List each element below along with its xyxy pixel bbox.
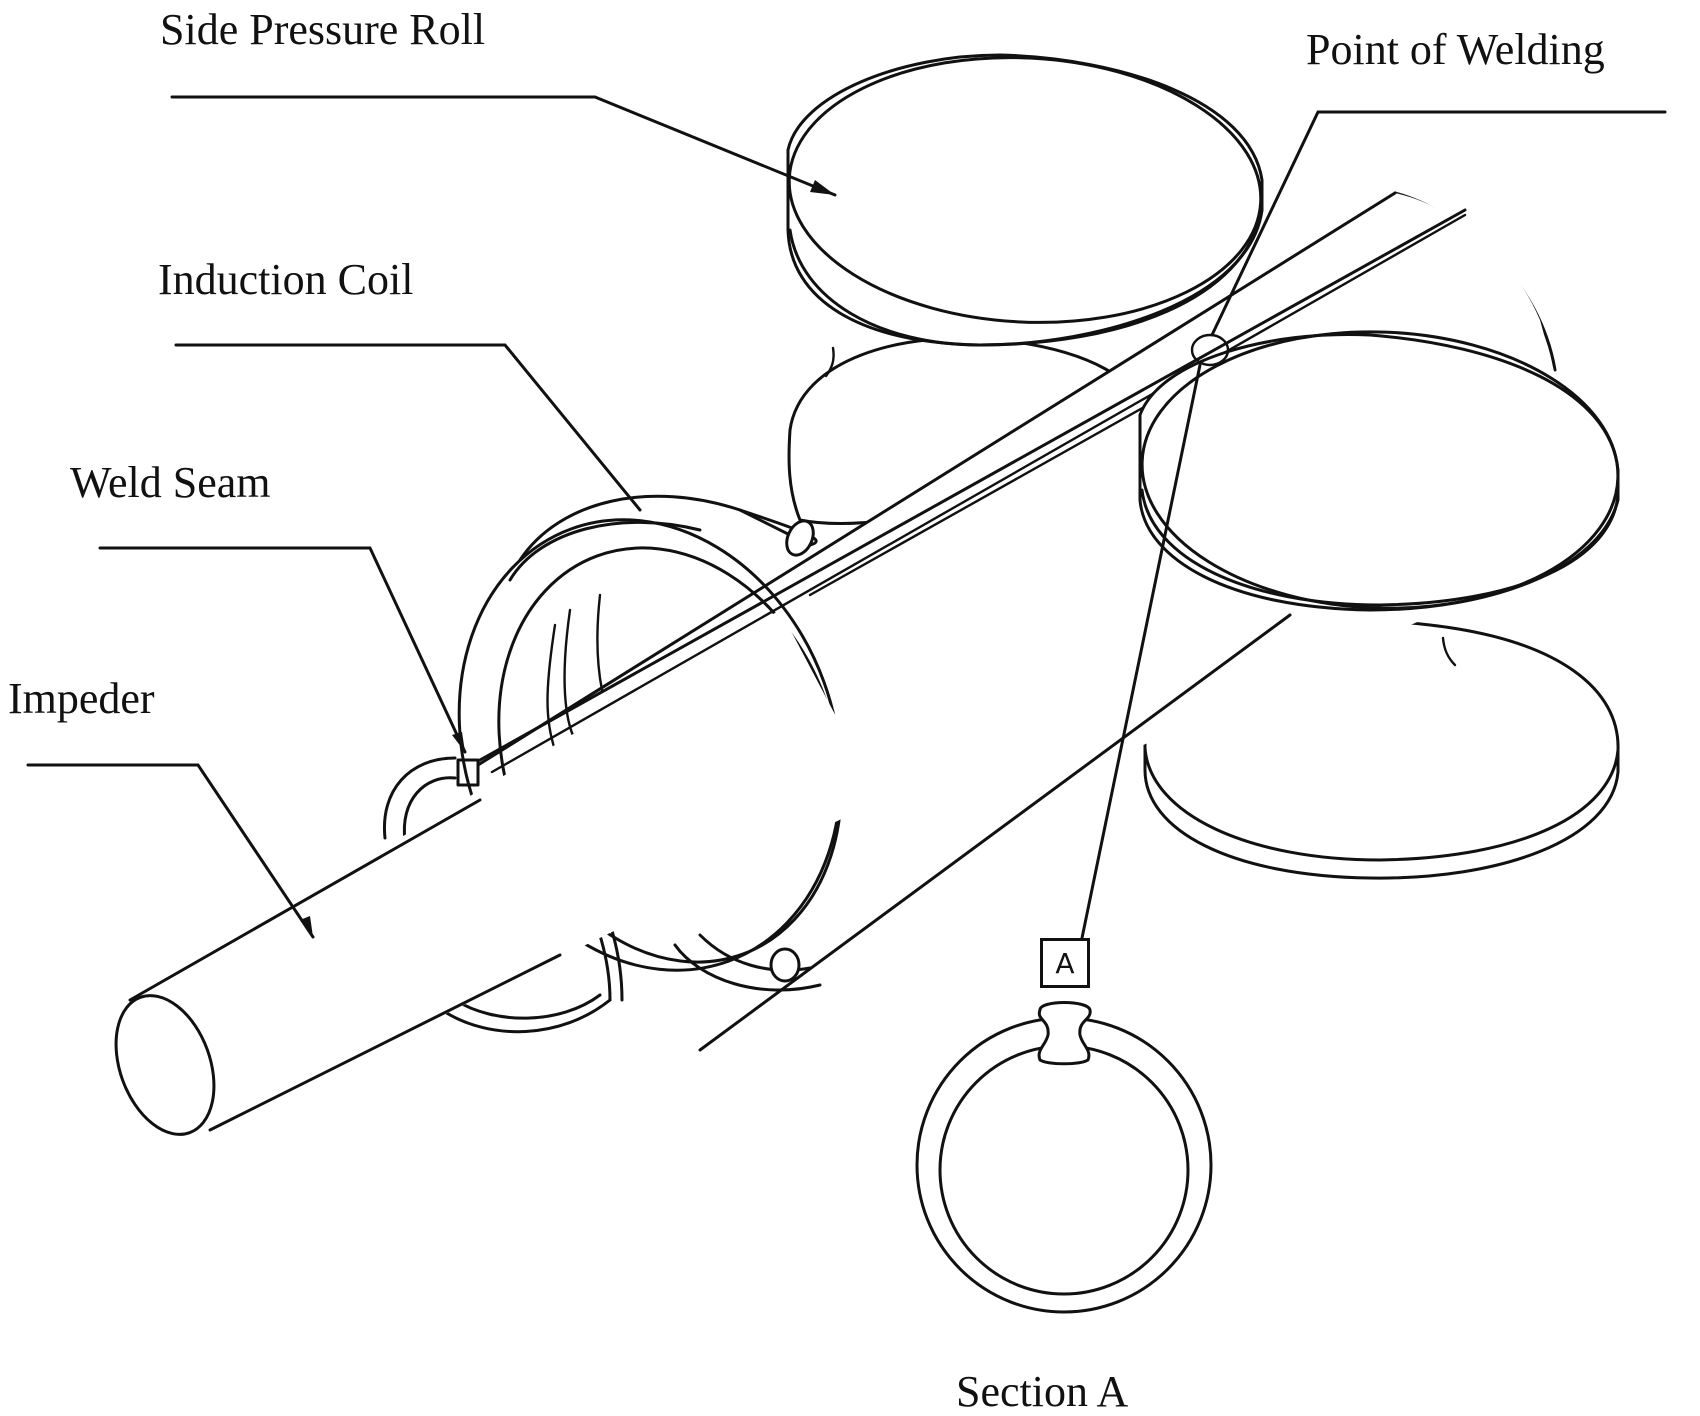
leader-point-of-welding <box>1080 110 1667 940</box>
leader-impeder <box>26 763 315 939</box>
label-induction-coil: Induction Coil <box>158 255 414 304</box>
upper-left-pressure-roll <box>786 53 1264 347</box>
leader-weld-seam <box>98 546 467 754</box>
label-section-a: Section A <box>956 1367 1129 1416</box>
impeder <box>114 610 880 1136</box>
label-point-of-welding: Point of Welding <box>1306 25 1605 74</box>
section-a-cross-section <box>915 1001 1213 1314</box>
label-weld-seam: Weld Seam <box>70 458 271 507</box>
label-side-pressure-roll: Side Pressure Roll <box>160 5 486 54</box>
leader-induction-coil <box>174 343 642 512</box>
leader-side-pressure-roll <box>170 95 837 197</box>
section-marker-a: A <box>1040 938 1090 988</box>
upper-right-pressure-roll <box>1138 330 1620 612</box>
label-impeder: Impeder <box>8 674 155 723</box>
